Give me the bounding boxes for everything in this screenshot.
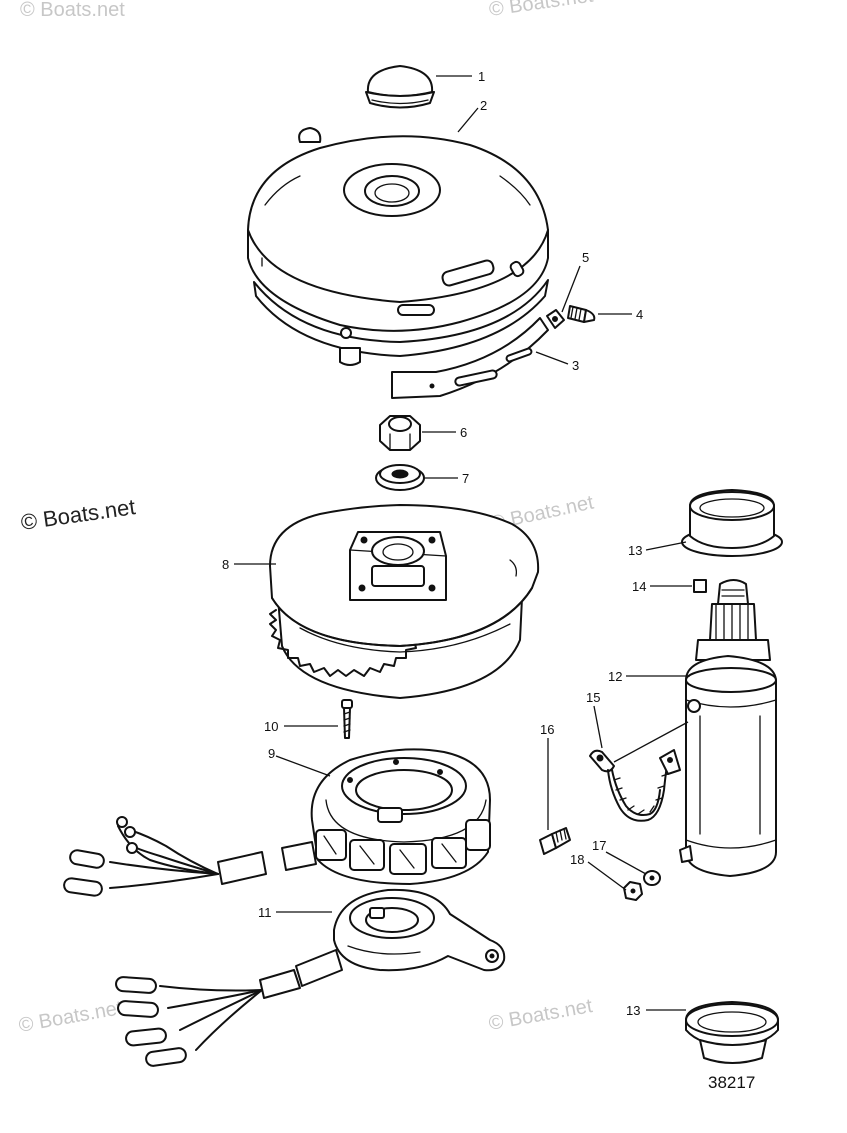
watermark-bottom-mid: © Boats.net — [487, 995, 594, 1035]
callout-10: 10 — [264, 719, 278, 734]
part-3-bracket — [391, 317, 549, 399]
callout-12: 12 — [608, 669, 622, 684]
part-4-screw — [567, 305, 596, 323]
callout-2: 2 — [480, 98, 487, 113]
watermark-left-main: © Boats.net — [19, 494, 137, 535]
callout-1: 1 — [478, 69, 485, 84]
part-10-bolt — [341, 699, 353, 739]
callout-8: 8 — [222, 557, 229, 572]
part-1-cap — [365, 65, 435, 109]
callout-numbers: 1 2 3 4 5 6 7 8 10 9 11 12 13 14 15 16 1… — [222, 69, 646, 1018]
callout-14: 14 — [632, 579, 646, 594]
watermark-top-mid: © Boats.net — [488, 0, 595, 21]
callout-13-bottom: 13 — [626, 1003, 640, 1018]
callout-5: 5 — [582, 250, 589, 265]
leader-lines — [234, 75, 692, 1011]
part-12-starter — [679, 579, 777, 877]
callout-18: 18 — [570, 852, 584, 867]
callout-15: 15 — [586, 690, 600, 705]
watermark-top-left: © Boats.net — [20, 0, 125, 21]
part-18-nut — [623, 881, 643, 901]
callout-16: 16 — [540, 722, 554, 737]
part-2-flywheel-cover — [247, 127, 549, 366]
part-9-harness — [63, 816, 317, 897]
part-13-bushing-top — [681, 489, 783, 557]
callout-17: 17 — [592, 838, 606, 853]
part-15-cable — [589, 749, 681, 822]
part-7-washer — [375, 464, 425, 491]
callout-6: 6 — [460, 425, 467, 440]
callout-9: 9 — [268, 746, 275, 761]
part-6-nut — [379, 415, 421, 451]
part-5-washer — [546, 309, 565, 329]
part-11-trigger — [333, 888, 506, 972]
part-16-screw — [539, 827, 571, 855]
part-9-stator — [310, 748, 491, 885]
callout-4: 4 — [636, 307, 643, 322]
part-11-harness — [115, 949, 343, 1067]
figure-number: 38217 — [708, 1073, 755, 1092]
part-8-flywheel — [269, 504, 540, 699]
part-14-clip — [693, 579, 707, 593]
callout-3: 3 — [572, 358, 579, 373]
callout-11: 11 — [258, 905, 272, 920]
part-17-washer — [643, 870, 661, 886]
callout-13-top: 13 — [628, 543, 642, 558]
callout-7: 7 — [462, 471, 469, 486]
watermark-bottom-left: © Boats.net — [17, 997, 124, 1037]
part-13-bushing-bottom — [685, 1001, 779, 1064]
